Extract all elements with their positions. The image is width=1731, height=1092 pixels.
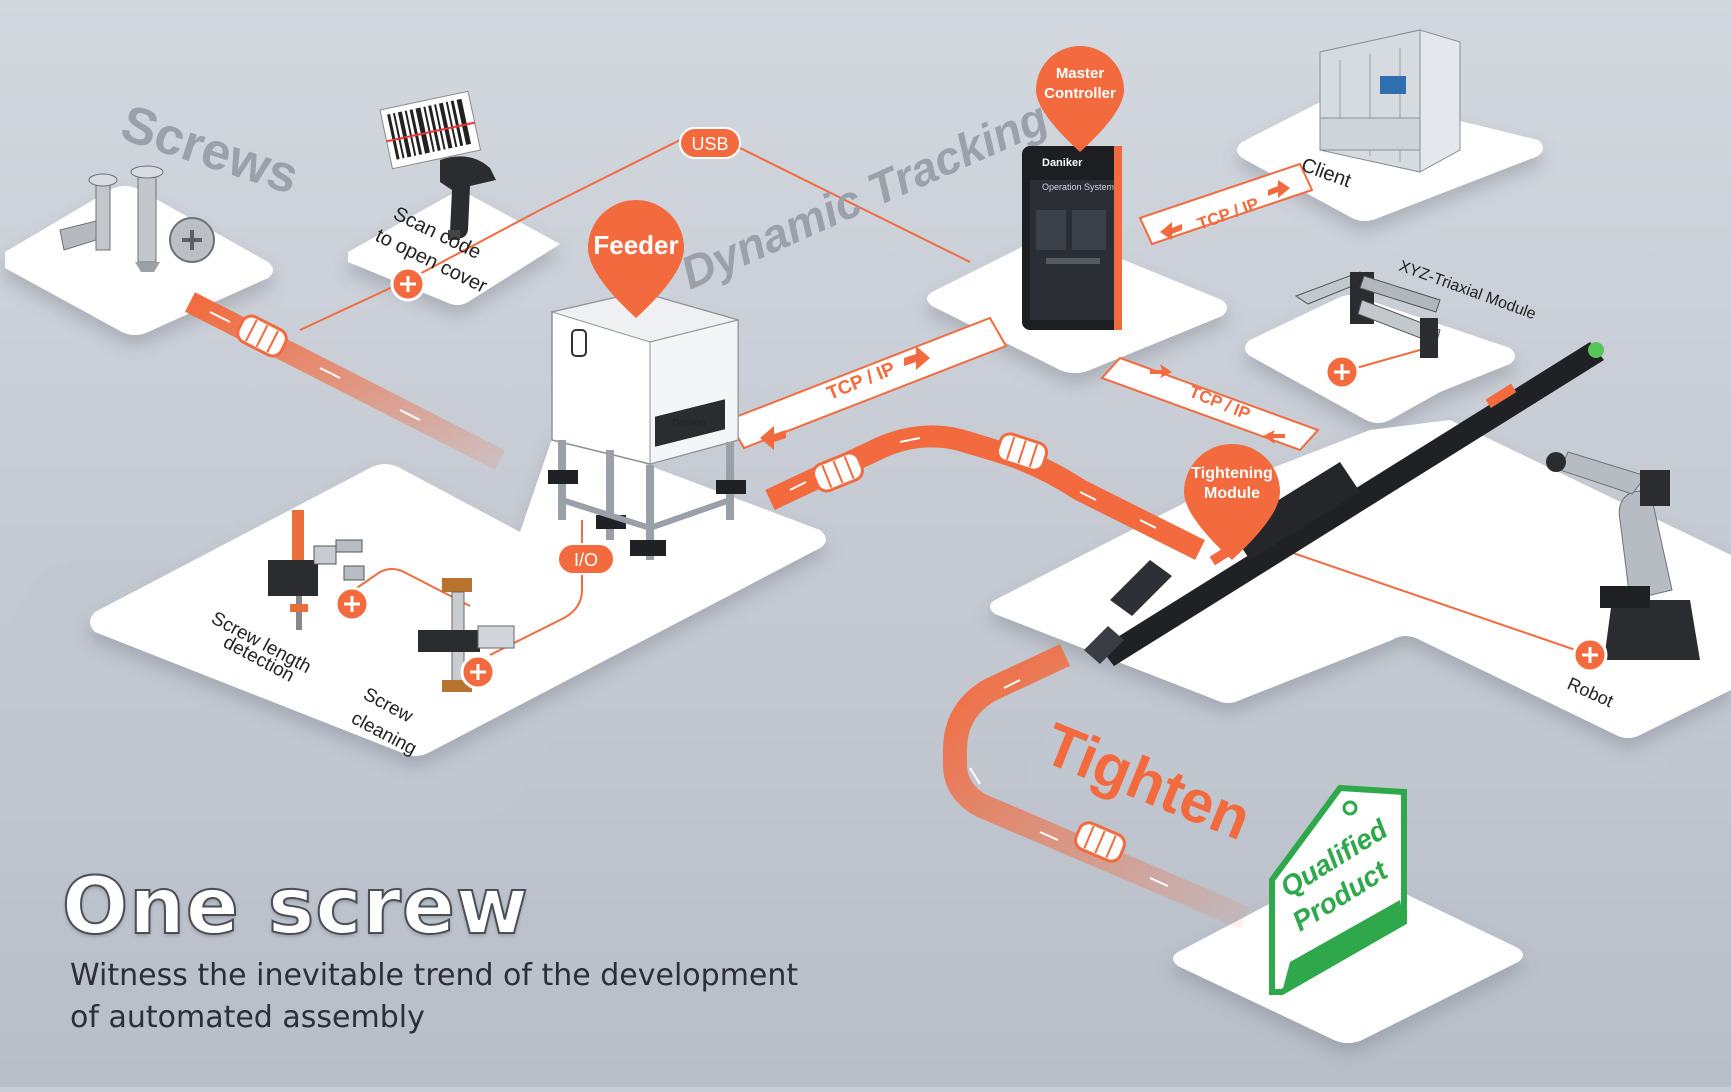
plus-icon[interactable] (1572, 637, 1608, 673)
plus-icon[interactable] (334, 586, 370, 622)
barcode-icon (379, 90, 482, 170)
svg-text:Module: Module (1204, 485, 1260, 502)
pipe-coupler-2 (812, 451, 864, 493)
feeder-pin: Feeder (588, 200, 684, 318)
headline: One screw (61, 861, 529, 953)
feeder-device: Daniker (548, 291, 746, 560)
plus-icon[interactable] (390, 266, 426, 302)
svg-text:Feeder: Feeder (593, 230, 678, 260)
tag-icon: Qualified Product (1269, 784, 1407, 995)
screen-title: Operation System (1042, 182, 1114, 192)
scanner-icon (440, 156, 496, 240)
tcp-arrows (760, 180, 1290, 450)
master-controller-pin: Master Controller (1036, 46, 1124, 152)
plus-icon[interactable] (460, 654, 496, 690)
client-device (1319, 29, 1461, 173)
pipe-feeder-dashes (789, 437, 1157, 529)
screw-length-device (268, 510, 365, 630)
pipe-coupler-1 (236, 314, 288, 358)
platform-xyz (1245, 295, 1515, 423)
tightening-module-pin: Tightening Module (1184, 444, 1280, 560)
pipe-tighten-dashes (969, 679, 1169, 887)
tightening-tool (1084, 342, 1604, 666)
pipe-coupler-3 (995, 432, 1049, 472)
robot-arm-icon (1546, 451, 1700, 660)
svg-text:I/O: I/O (574, 550, 598, 570)
pipe-tighten (943, 644, 1250, 930)
platform-tightening (990, 420, 1731, 738)
io-tag: I/O (557, 543, 615, 575)
xyz-module-device (1294, 271, 1441, 358)
svg-text:USB: USB (691, 134, 728, 154)
feeder-brand: Daniker (672, 418, 707, 429)
pipe-feeder-tightening (765, 425, 1205, 560)
tcp-lanes (726, 162, 1320, 452)
svg-text:Tightening: Tightening (1191, 465, 1272, 482)
master-controller-device: Daniker Operation System (1022, 146, 1122, 330)
svg-text:Controller: Controller (1044, 85, 1116, 102)
subline: Witness the inevitable trend of the deve… (70, 958, 799, 1035)
pipe-screws-dashes (209, 311, 421, 421)
pipe-coupler-4 (1074, 821, 1126, 863)
usb-tag: USB (679, 127, 741, 159)
svg-text:Master: Master (1056, 65, 1105, 82)
plus-icon[interactable] (1324, 354, 1360, 390)
svg-text:Daniker: Daniker (1042, 157, 1083, 169)
screw-icon (59, 165, 215, 272)
